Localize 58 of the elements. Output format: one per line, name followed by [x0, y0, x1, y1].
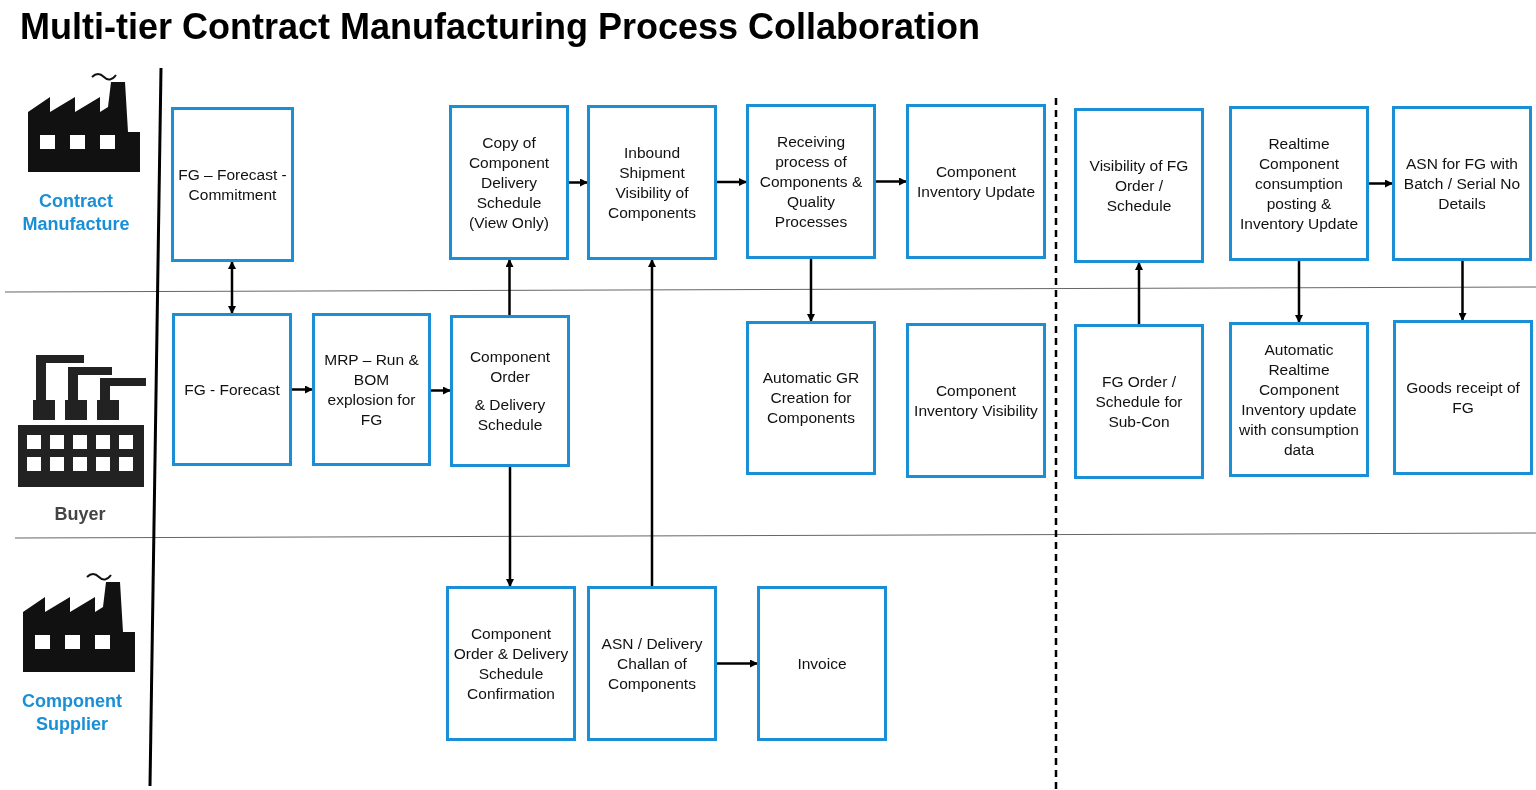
- process-box: [1393, 320, 1533, 475]
- arrow: [1295, 261, 1303, 323]
- lane-label: Contract Manufacture: [21, 190, 131, 236]
- box-text: Visibility of FG Order / Schedule: [1088, 155, 1190, 216]
- process-box: [446, 586, 576, 741]
- box-text: & Delivery Schedule: [473, 395, 547, 435]
- arrow: [1135, 262, 1143, 324]
- process-box: [746, 321, 876, 475]
- box-text: Receiving process of Components & Quality Processes: [758, 131, 864, 232]
- box-text: MRP – Run & BOM explosion for FG: [323, 349, 420, 430]
- lane-label: Component Supplier: [21, 690, 123, 736]
- process-box: [1074, 108, 1204, 263]
- box-text: Invoice: [797, 653, 847, 674]
- process-box: [450, 315, 570, 467]
- box-text: Realtime Component consumption posting & Inventory Update: [1238, 133, 1359, 234]
- process-box: [587, 586, 717, 741]
- arrow: [431, 386, 451, 395]
- process-box: [1392, 106, 1532, 261]
- arrow: [505, 259, 514, 315]
- box-text: FG - Forecast: [184, 379, 280, 400]
- process-box: [1074, 324, 1204, 479]
- process-box: [1229, 106, 1369, 261]
- box-text: Goods receipt of FG: [1405, 377, 1521, 418]
- box-text: Component Inventory Visibility: [913, 380, 1039, 421]
- arrow: [717, 178, 747, 186]
- process-box: [906, 323, 1046, 478]
- process-box: [449, 105, 569, 260]
- process-box: [746, 104, 876, 259]
- arrow: [228, 261, 236, 314]
- process-box: [906, 104, 1046, 259]
- box-text: ASN / Delivery Challan of Components: [600, 633, 704, 694]
- arrow: [1369, 179, 1393, 188]
- box-text: FG Order / Schedule for Sub-Con: [1094, 371, 1184, 432]
- process-box: [1229, 322, 1369, 477]
- process-box: [757, 586, 887, 741]
- process-box: [587, 105, 717, 260]
- diagram-title: Multi-tier Contract Manufacturing Process Collaboration: [20, 6, 981, 48]
- arrow: [648, 259, 656, 586]
- process-box: [172, 313, 292, 466]
- arrow: [506, 467, 514, 587]
- lane-label: Buyer: [53, 503, 107, 526]
- arrow: [1458, 261, 1467, 321]
- process-box: [312, 313, 431, 466]
- arrow: [292, 385, 313, 394]
- box-text: Component Order: [468, 347, 552, 387]
- box-text: ASN for FG with Batch / Serial No Details: [1402, 153, 1522, 214]
- box-text: Inbound Shipment Visibility of Components: [607, 142, 697, 223]
- arrow: [569, 178, 588, 187]
- box-text: Component Inventory Update: [915, 161, 1036, 202]
- box-text: Component Order & Delivery Schedule Confirmation: [453, 623, 569, 704]
- box-text: Copy of Component Delivery Schedule (View Only): [467, 132, 551, 233]
- arrow: [807, 259, 815, 322]
- box-text: FG – Forecast - Commitment: [178, 164, 287, 205]
- box-text: Automatic GR Creation for Components: [761, 368, 861, 428]
- arrow: [717, 659, 758, 668]
- process-box: [171, 107, 294, 262]
- arrow: [876, 177, 907, 186]
- box-text: Automatic Realtime Component Inventory update with consumption data: [1238, 339, 1360, 460]
